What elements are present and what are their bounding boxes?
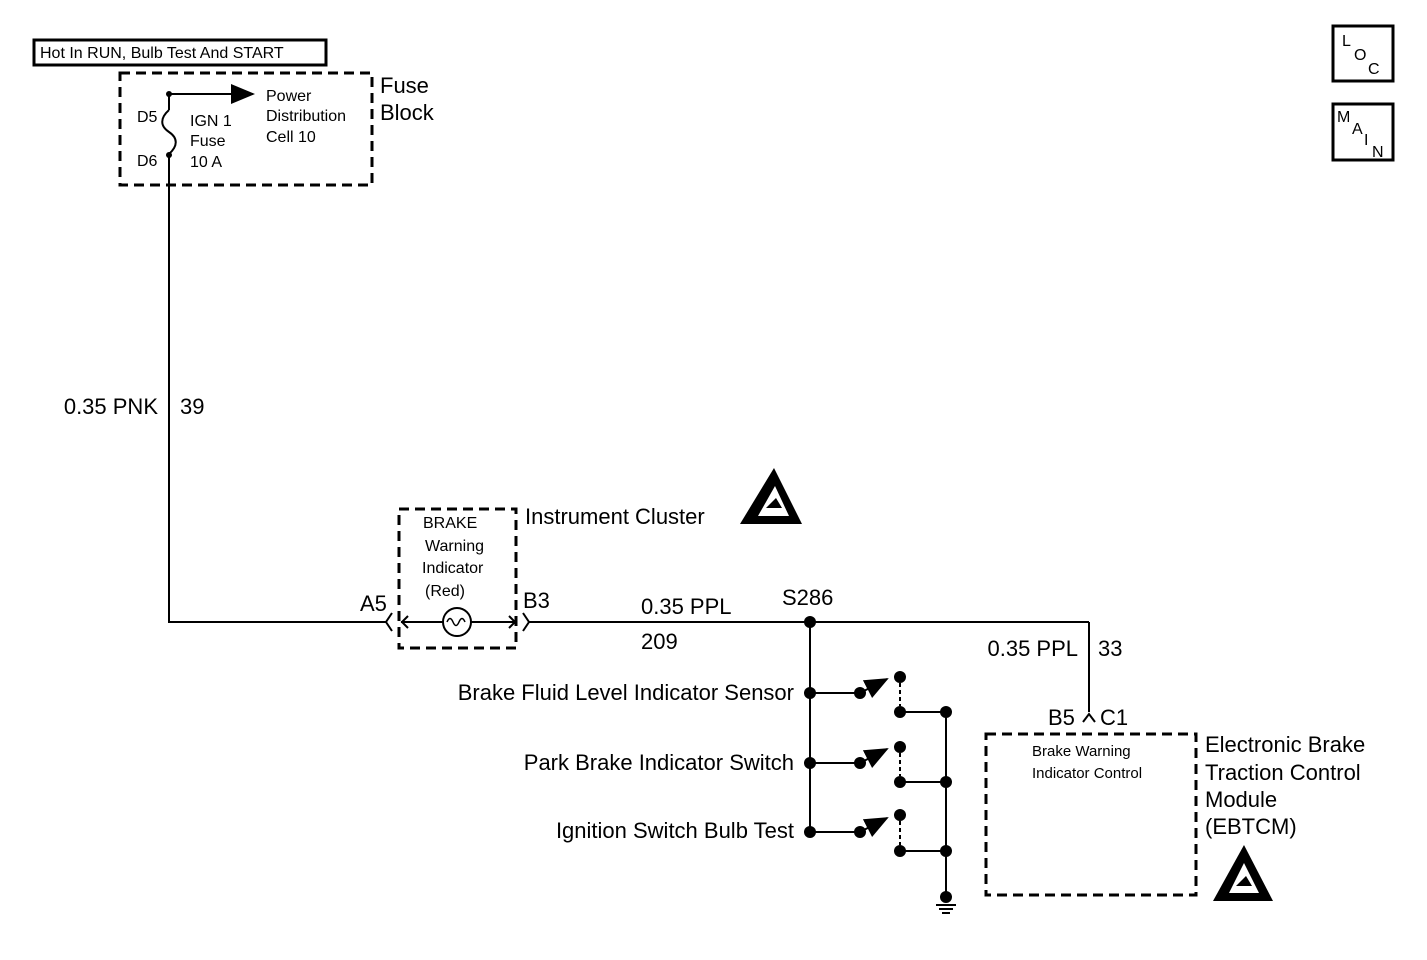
- svg-text:Brake Fluid Level Indicator Se: Brake Fluid Level Indicator Sensor: [458, 680, 794, 705]
- svg-text:39: 39: [180, 394, 204, 419]
- fuse-block-title: Fuse: [380, 73, 429, 98]
- svg-text:33: 33: [1098, 636, 1122, 661]
- svg-text:Power: Power: [266, 88, 312, 105]
- esd-warning-icon: [1213, 845, 1273, 901]
- svg-text:(Red): (Red): [425, 583, 465, 600]
- svg-text:Warning: Warning: [425, 538, 484, 555]
- svg-text:Park Brake Indicator Switch: Park Brake Indicator Switch: [524, 750, 794, 775]
- instrument-cluster: Instrument Cluster BRAKE Warning Indicat…: [360, 468, 802, 650]
- svg-text:C: C: [1368, 61, 1380, 78]
- pin-b3: B3: [523, 588, 550, 613]
- svg-text:M: M: [1337, 109, 1350, 126]
- wire-33: 0.35 PPL 33: [987, 622, 1122, 712]
- switch-network: Brake Fluid Level Indicator Sensor Park …: [458, 622, 956, 914]
- svg-text:0.35 PPL: 0.35 PPL: [641, 594, 732, 619]
- fuse-pin-d6: D6: [137, 153, 158, 170]
- pin-a5: A5: [360, 591, 387, 616]
- loc-button[interactable]: L O C: [1331, 24, 1395, 83]
- fuse-block: Fuse Block D5 D6 IGN 1 Fuse 10 A Power D…: [118, 71, 435, 187]
- brake-fluid-level-switch: Brake Fluid Level Indicator Sensor: [458, 671, 952, 718]
- svg-text:(EBTCM): (EBTCM): [1205, 814, 1297, 839]
- svg-text:A: A: [1352, 121, 1363, 138]
- park-brake-switch: Park Brake Indicator Switch: [524, 741, 952, 788]
- svg-text:0.35 PNK: 0.35 PNK: [64, 394, 158, 419]
- svg-text:S286: S286: [782, 585, 833, 610]
- svg-text:Ignition Switch Bulb Test: Ignition Switch Bulb Test: [556, 818, 794, 843]
- svg-text:Distribution: Distribution: [266, 108, 346, 125]
- power-condition-label: Hot In RUN, Bulb Test And START: [40, 45, 284, 62]
- svg-text:I: I: [1364, 132, 1368, 149]
- connector-c1: C1: [1100, 705, 1128, 730]
- fuse-icon: [161, 109, 177, 155]
- svg-text:Block: Block: [380, 100, 435, 125]
- svg-text:Traction Control: Traction Control: [1205, 760, 1361, 785]
- main-button[interactable]: M A I N: [1331, 102, 1395, 162]
- svg-text:209: 209: [641, 629, 678, 654]
- svg-text:Brake Warning: Brake Warning: [1032, 743, 1131, 760]
- svg-text:Module: Module: [1205, 787, 1277, 812]
- svg-text:Cell 10: Cell 10: [266, 129, 316, 146]
- svg-text:BRAKE: BRAKE: [423, 515, 477, 532]
- power-condition-box: Hot In RUN, Bulb Test And START: [32, 38, 328, 67]
- svg-text:Fuse: Fuse: [190, 133, 226, 150]
- ebtcm-title: Electronic Brake: [1205, 732, 1365, 757]
- splice-s286: S286: [782, 585, 833, 628]
- ground-icon: [936, 891, 956, 914]
- ignition-bulb-test-switch: Ignition Switch Bulb Test: [556, 809, 952, 857]
- esd-warning-icon: [740, 468, 802, 524]
- svg-text:N: N: [1372, 144, 1384, 161]
- svg-text:0.35 PPL: 0.35 PPL: [987, 636, 1078, 661]
- svg-text:10 A: 10 A: [190, 154, 222, 171]
- svg-text:O: O: [1354, 47, 1366, 64]
- svg-text:L: L: [1342, 33, 1351, 50]
- bulb-icon: [442, 607, 472, 637]
- ebtcm-module: B5 C1 Brake Warning Indicator Control El…: [984, 705, 1365, 901]
- svg-text:IGN 1: IGN 1: [190, 113, 232, 130]
- svg-text:Indicator Control: Indicator Control: [1032, 765, 1142, 782]
- pin-b5: B5: [1048, 705, 1075, 730]
- instrument-cluster-title: Instrument Cluster: [525, 504, 705, 529]
- svg-text:Indicator: Indicator: [422, 560, 484, 577]
- fuse-pin-d5: D5: [137, 109, 158, 126]
- wire-39: 0.35 PNK 39: [64, 155, 387, 623]
